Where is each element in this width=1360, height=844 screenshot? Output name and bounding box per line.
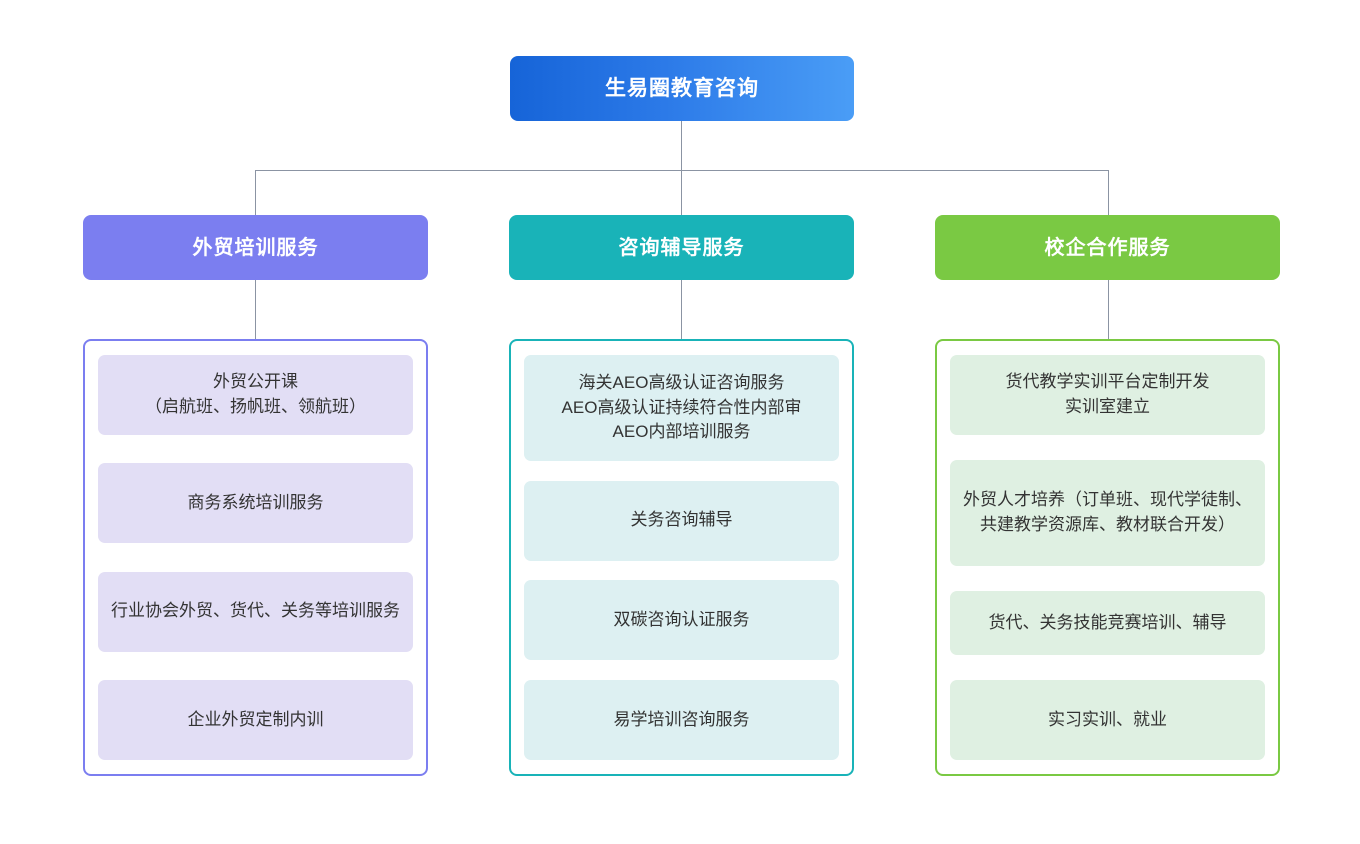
connector-drop-branch-1 <box>255 170 256 216</box>
service-card[interactable]: 外贸人才培养（订单班、现代学徒制、共建教学资源库、教材联合开发） <box>950 460 1265 566</box>
service-group-consulting: 海关AEO高级认证咨询服务 AEO高级认证持续符合性内部审 AEO内部培训服务 … <box>509 339 854 776</box>
branch-column-consulting: 咨询辅导服务 海关AEO高级认证咨询服务 AEO高级认证持续符合性内部审 AEO… <box>509 215 854 776</box>
category-header-label: 校企合作服务 <box>1044 236 1171 259</box>
category-header-label: 外贸培训服务 <box>192 236 319 259</box>
service-card[interactable]: 企业外贸定制内训 <box>98 679 413 760</box>
service-card[interactable]: 易学培训咨询服务 <box>524 679 839 760</box>
category-header-training[interactable]: 外贸培训服务 <box>83 215 428 280</box>
connector-drop-branch-3 <box>1108 170 1109 216</box>
service-card[interactable]: 行业协会外贸、货代、关务等培训服务 <box>98 571 413 652</box>
connector-root-stem <box>681 121 682 171</box>
category-header-school-enterprise[interactable]: 校企合作服务 <box>935 215 1280 280</box>
connector-header-to-group-1 <box>255 280 256 339</box>
branch-column-training: 外贸培训服务 外贸公开课 （启航班、扬帆班、领航班） 商务系统培训服务 行业协会… <box>83 215 428 776</box>
service-card[interactable]: 实习实训、就业 <box>950 680 1265 760</box>
service-card[interactable]: 双碳咨询认证服务 <box>524 580 839 661</box>
service-card[interactable]: 货代、关务技能竞赛培训、辅导 <box>950 591 1265 655</box>
category-header-label: 咨询辅导服务 <box>618 236 745 259</box>
service-card[interactable]: 商务系统培训服务 <box>98 463 413 544</box>
root-node[interactable]: 生易圈教育咨询 <box>510 56 854 121</box>
root-node-label: 生易圈教育咨询 <box>605 76 759 100</box>
branch-column-school-enterprise: 校企合作服务 货代教学实训平台定制开发 实训室建立 外贸人才培养（订单班、现代学… <box>935 215 1280 776</box>
connector-drop-branch-2 <box>681 170 682 216</box>
service-card[interactable]: 关务咨询辅导 <box>524 480 839 561</box>
service-card[interactable]: 货代教学实训平台定制开发 实训室建立 <box>950 355 1265 435</box>
service-card[interactable]: 外贸公开课 （启航班、扬帆班、领航班） <box>98 355 413 435</box>
service-group-training: 外贸公开课 （启航班、扬帆班、领航班） 商务系统培训服务 行业协会外贸、货代、关… <box>83 339 428 776</box>
connector-header-to-group-2 <box>681 280 682 339</box>
category-header-consulting[interactable]: 咨询辅导服务 <box>509 215 854 280</box>
connector-header-to-group-3 <box>1108 280 1109 339</box>
service-group-school-enterprise: 货代教学实训平台定制开发 实训室建立 外贸人才培养（订单班、现代学徒制、共建教学… <box>935 339 1280 776</box>
service-card[interactable]: 海关AEO高级认证咨询服务 AEO高级认证持续符合性内部审 AEO内部培训服务 <box>524 355 839 461</box>
